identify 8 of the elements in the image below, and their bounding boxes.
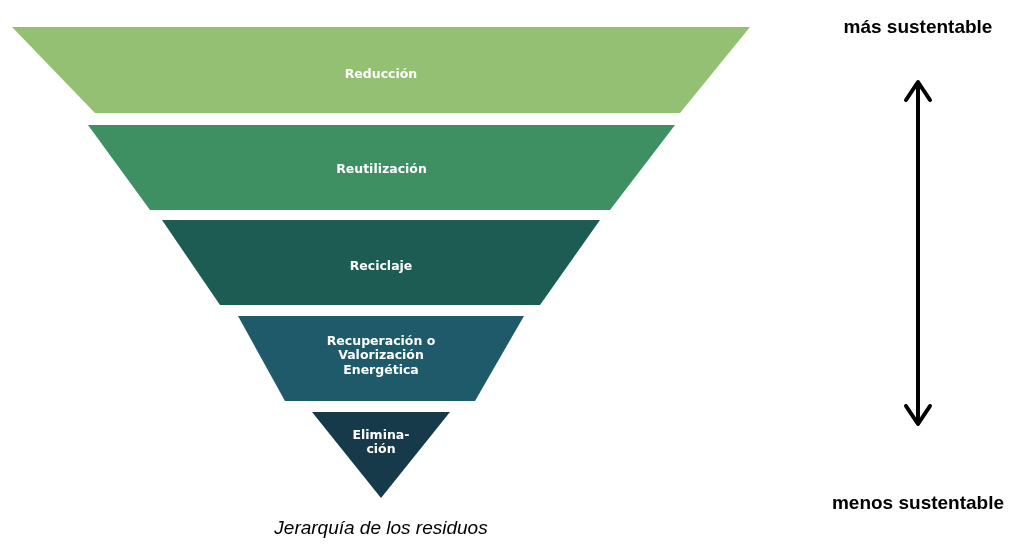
scale-label: menos sustentable <box>831 492 1005 514</box>
level-label: Reutilización <box>335 161 428 177</box>
level-label: Recuperación o Valorización Energética <box>325 334 437 378</box>
level-label: Reducción <box>343 66 419 82</box>
level-label: Reciclaje <box>348 258 414 274</box>
level-label: Elimina- ción <box>351 427 411 457</box>
scale-label: más sustentable <box>843 16 993 38</box>
caption: Jerarquía de los residuos <box>274 517 488 539</box>
